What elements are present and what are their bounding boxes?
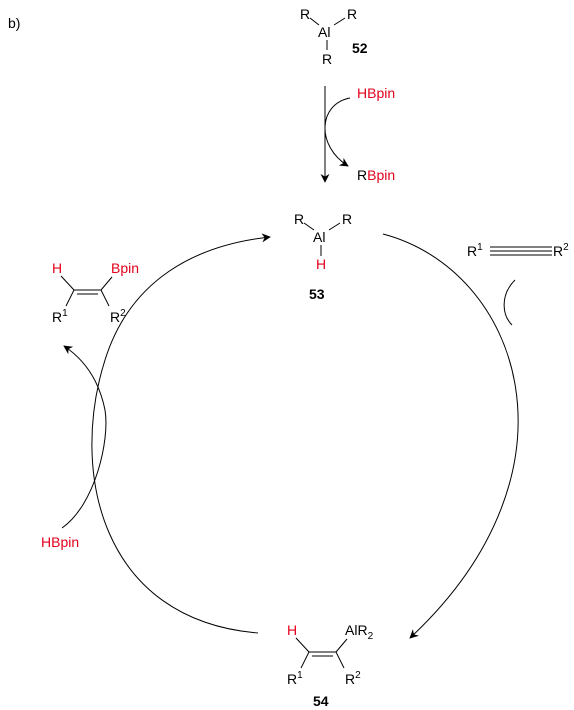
product-bpin: Bpin	[111, 260, 139, 276]
c53-hydride: H	[316, 256, 326, 272]
activation-byproduct: RBpin	[357, 167, 395, 183]
c52-bond-right	[333, 17, 346, 26]
c54-bond-al	[335, 638, 348, 653]
product-release-arrow	[61, 345, 107, 529]
c53-al: Al	[313, 229, 325, 245]
product-vinylboronate: H Bpin R1 R2	[52, 260, 139, 325]
cycle-reagent-hbpin: HBpin	[41, 534, 79, 550]
alkyne-entry-arc	[503, 279, 516, 326]
c54-number: 54	[313, 693, 329, 709]
alkyne-r1: R1	[467, 242, 483, 259]
alkyne-r2: R2	[553, 242, 569, 259]
c52-number: 52	[352, 40, 368, 56]
c53-bond-left	[303, 222, 315, 231]
product-bond-bpin	[100, 276, 113, 291]
c54-bond-h	[295, 637, 310, 653]
product-bond-r1	[65, 289, 75, 307]
product-bond-h	[60, 275, 75, 291]
product-bond-r2	[100, 289, 110, 307]
c53-number: 53	[309, 286, 325, 302]
activation-reagent-hbpin: HBpin	[357, 85, 395, 101]
alkyne: R1 R2	[467, 242, 569, 259]
c54-bond-r1	[300, 651, 310, 669]
product-r2: R2	[110, 308, 126, 325]
compound-54: H AlR2 R1 R2 54	[287, 622, 374, 709]
c54-bond-r2	[335, 651, 345, 669]
product-h: H	[52, 260, 62, 276]
activation-curved-arrow	[324, 97, 351, 167]
c54-alr2: AlR2	[345, 622, 374, 642]
c54-h: H	[287, 622, 297, 638]
c54-r1: R1	[287, 670, 303, 687]
c52-r-bottom: R	[322, 51, 332, 67]
c53-bond-right	[328, 222, 341, 231]
compound-52: R R Al R 52	[300, 6, 368, 67]
c54-r2: R2	[345, 670, 361, 687]
cycle-arc-right	[382, 233, 519, 639]
panel-label: b)	[8, 15, 20, 31]
c53-r-right: R	[342, 211, 352, 227]
compound-53: R R Al H 53	[294, 211, 352, 302]
c52-r-left: R	[300, 6, 310, 22]
c52-r-right: R	[347, 6, 357, 22]
c53-r-left: R	[294, 211, 304, 227]
product-r1: R1	[52, 308, 68, 325]
c52-bond-left	[309, 17, 320, 26]
cycle-arc-left	[91, 233, 271, 634]
c52-al: Al	[318, 24, 330, 40]
